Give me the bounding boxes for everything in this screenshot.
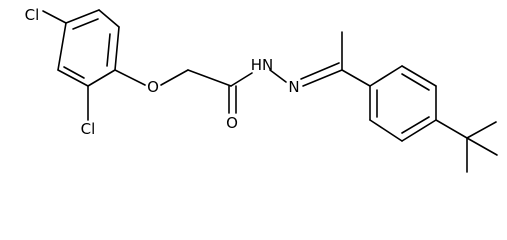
bond (160, 69, 189, 86)
bond (114, 69, 146, 86)
bond (401, 73, 430, 91)
structure-drawing: Cl Cl O O HN N (25, 6, 498, 173)
chlorine-top-label: Cl (25, 6, 40, 24)
bond (269, 69, 287, 83)
bond (369, 65, 403, 87)
bond (401, 65, 437, 87)
dichlorophenyl-ring (57, 9, 120, 87)
bond (65, 9, 100, 24)
chlorine-bottom-label: Cl (81, 120, 96, 138)
bond (98, 9, 120, 28)
bond (230, 72, 253, 87)
bond (300, 62, 340, 80)
imine-nitrogen-label: N (288, 78, 299, 96)
bond (106, 33, 111, 67)
bond (302, 69, 343, 87)
bond (187, 69, 232, 87)
bond (57, 22, 67, 71)
ether-oxygen-label: O (147, 78, 159, 96)
bond (401, 119, 437, 142)
bond (466, 137, 498, 156)
bond (401, 116, 430, 134)
carbonyl-oxygen-label: O (226, 114, 238, 132)
bond (341, 69, 371, 87)
tert-butylphenyl-ring (369, 65, 437, 142)
bond (42, 10, 67, 24)
bond (63, 66, 85, 79)
bond (87, 69, 116, 87)
amide-nh-label: HN (251, 56, 274, 74)
bond (114, 26, 120, 71)
bond (435, 119, 468, 139)
bond (466, 121, 497, 139)
bond (369, 119, 403, 142)
bond (57, 69, 89, 87)
molecule-canvas: Cl Cl O O HN N (25, 6, 498, 173)
bond (72, 18, 99, 30)
